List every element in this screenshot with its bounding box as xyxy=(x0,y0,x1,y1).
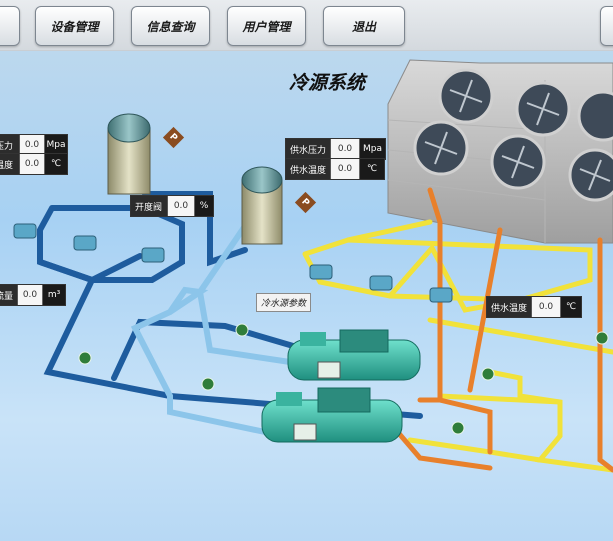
valve-opening-panel: 开度阀 0.0 % xyxy=(130,195,214,217)
panel-label: 供水压力 xyxy=(286,139,331,159)
panel-value: 0.0 xyxy=(330,139,360,159)
supply-pressure-panel: 供水压力 0.0 Mpa xyxy=(285,138,387,160)
panel-unit: Mpa xyxy=(44,135,67,155)
panel-value: 0.0 xyxy=(19,135,44,155)
return-water-pipes xyxy=(130,223,293,435)
top-nav-bar: 设备管理 信息查询 用户管理 退出 xyxy=(0,0,613,51)
cooling-tower xyxy=(387,59,613,244)
supply-temperature-panel: 供水温度 0.0 ℃ xyxy=(285,158,386,180)
panel-label: 温度 xyxy=(0,154,19,174)
panel-label: 压力 xyxy=(0,135,19,155)
panel-unit: ℃ xyxy=(560,297,582,317)
device-management-button[interactable]: 设备管理 xyxy=(35,6,114,46)
panel-label: 开度阀 xyxy=(131,196,167,216)
panel-value: 0.0 xyxy=(19,154,44,174)
expansion-tank-right xyxy=(241,166,283,245)
panel-value: 0.0 xyxy=(167,196,194,216)
expansion-tank-left xyxy=(107,113,151,195)
right-supply-temperature-panel: 供水温度 0.0 ℃ xyxy=(486,296,583,318)
logout-button[interactable]: 退出 xyxy=(323,6,405,46)
pressure-gauges xyxy=(78,323,609,435)
partial-button-right[interactable] xyxy=(600,6,613,46)
panel-value: 0.0 xyxy=(531,297,561,317)
panel-label: 流量 xyxy=(0,285,17,305)
panel-unit: ℃ xyxy=(44,154,67,174)
partial-button-left[interactable] xyxy=(0,6,20,46)
flow-panel: 流量 0.0 m³ xyxy=(0,284,66,306)
left-temperature-panel: 温度 0.0 ℃ xyxy=(0,153,68,175)
panel-value: 0.0 xyxy=(330,159,360,179)
chiller-unit-1 xyxy=(287,329,421,381)
panel-unit: Mpa xyxy=(359,139,386,159)
panel-label: 供水温度 xyxy=(286,159,331,179)
panel-unit: ℃ xyxy=(359,159,385,179)
pumps xyxy=(13,223,453,303)
panel-unit: m³ xyxy=(42,285,65,305)
info-query-button[interactable]: 信息查询 xyxy=(131,6,210,46)
user-management-button[interactable]: 用户管理 xyxy=(227,6,306,46)
panel-unit: % xyxy=(194,196,213,216)
chilled-water-pipes xyxy=(37,191,423,419)
panel-label: 供水温度 xyxy=(487,297,532,317)
panel-value: 0.0 xyxy=(17,285,42,305)
chiller-params-label[interactable]: 冷水源参数 xyxy=(256,293,312,312)
page-title: 冷源系统 xyxy=(289,72,366,94)
chiller-unit-2 xyxy=(261,387,403,443)
cooling-return-pipes xyxy=(393,187,613,473)
